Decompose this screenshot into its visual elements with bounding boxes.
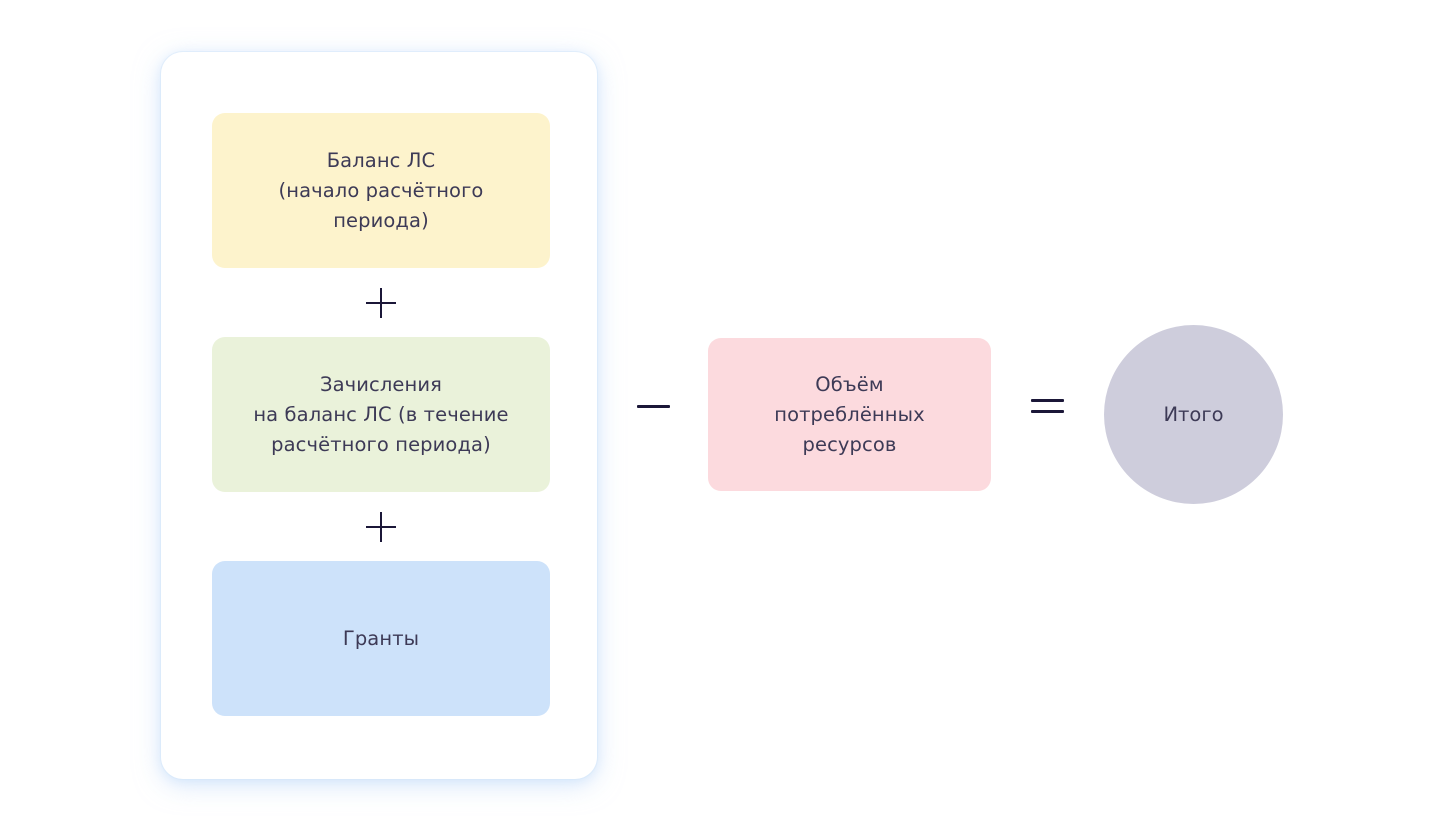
plus-icon-vertical-bar [380,512,382,542]
circle-total-label: Итого [1163,402,1224,426]
card-credits-label: Зачисления на баланс ЛС (в течение расчё… [253,372,509,456]
plus-operator-2 [360,506,402,548]
equals-icon-bar-bottom [1030,410,1064,413]
equals-operator [1030,396,1064,416]
card-credits: Зачисления на баланс ЛС (в течение расчё… [212,337,550,492]
minus-operator [636,398,670,414]
plus-icon-vertical-bar [380,288,382,318]
card-grants-label: Гранты [342,626,420,650]
card-grants: Гранты [212,561,550,716]
card-consumed-resources: Объём потреблённых ресурсов [708,338,991,491]
minus-icon-bar [636,404,670,408]
plus-operator-1 [360,282,402,324]
card-balance: Баланс ЛС (начало расчётного периода) [212,113,550,268]
card-balance-label: Баланс ЛС (начало расчётного периода) [278,148,484,232]
equals-icon-bar-top [1030,399,1064,402]
circle-total: Итого [1104,325,1283,504]
card-consumed-resources-label: Объём потреблённых ресурсов [774,372,925,456]
